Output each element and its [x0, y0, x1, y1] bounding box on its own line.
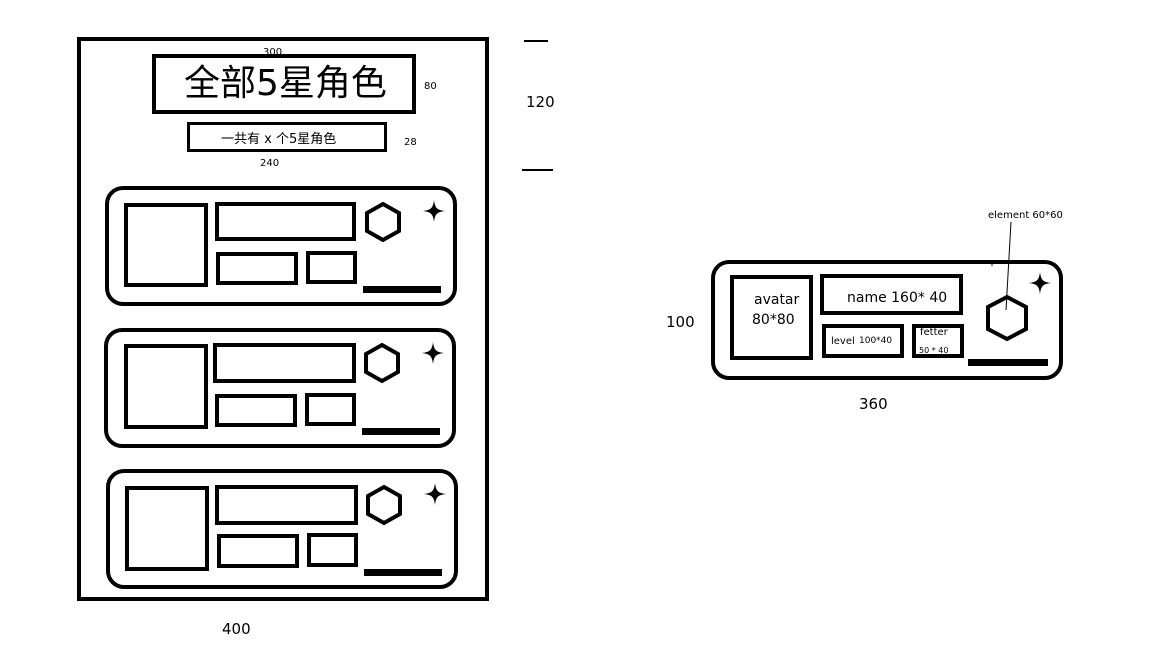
four-point-star-icon: [422, 342, 444, 364]
fetter-placeholder: [307, 533, 358, 567]
level-placeholder: [217, 534, 299, 568]
detail-name-box: [820, 274, 963, 315]
name-placeholder: [215, 485, 358, 525]
annotation-leader-line: [991, 221, 1012, 311]
level-placeholder: [215, 394, 297, 427]
level-placeholder: [216, 252, 298, 285]
detail-level-box: [822, 324, 904, 358]
element-hexagon-icon: [986, 294, 1028, 342]
progress-bar: [362, 428, 440, 435]
name-placeholder: [213, 343, 356, 383]
title-box: [152, 54, 416, 114]
dim-tick-top: [524, 40, 548, 42]
fetter-placeholder: [305, 393, 356, 426]
dim-tick-bottom: [522, 169, 553, 171]
progress-bar: [364, 569, 442, 576]
subtitle-box: [187, 122, 387, 152]
dim-label-300: 300: [263, 47, 283, 58]
detail-avatar-box: [730, 275, 813, 360]
avatar-placeholder: [124, 203, 208, 287]
dim-label-100: 100: [666, 313, 695, 331]
fetter-placeholder: [306, 251, 357, 284]
fetter-label: fetter: [920, 327, 948, 338]
dim-label-28: 28: [404, 137, 417, 148]
avatar-placeholder: [124, 344, 208, 429]
dim-label-240: 240: [260, 158, 280, 169]
progress-bar: [363, 286, 441, 293]
level-size-label: 100*40: [859, 336, 893, 346]
name-placeholder: [215, 202, 356, 241]
fetter-size-label: 50 * 40: [919, 346, 949, 355]
element-hexagon-icon: [366, 484, 402, 526]
four-point-star-icon: [424, 483, 446, 505]
four-point-star-icon: [423, 200, 445, 222]
element-hexagon-icon: [365, 201, 401, 243]
element-hexagon-icon: [364, 342, 400, 384]
avatar-size-label: 80*80: [752, 312, 795, 328]
level-label: level: [831, 336, 855, 347]
dim-label-120: 120: [526, 93, 555, 111]
avatar-label: avatar: [754, 292, 800, 308]
subtitle-text: 一共有 x 个5星角色: [221, 132, 337, 147]
dim-label-400: 400: [222, 620, 251, 638]
detail-fetter-box: [912, 324, 964, 358]
four-point-star-icon: [1029, 272, 1051, 294]
dim-label-360: 360: [859, 395, 888, 413]
avatar-placeholder: [125, 486, 209, 571]
name-label: name 160* 40: [847, 290, 948, 306]
detail-progress-bar: [968, 359, 1048, 366]
dim-label-80: 80: [424, 81, 437, 92]
element-annotation: element 60*60: [988, 210, 1063, 221]
page-title: 全部5星角色: [184, 63, 387, 104]
